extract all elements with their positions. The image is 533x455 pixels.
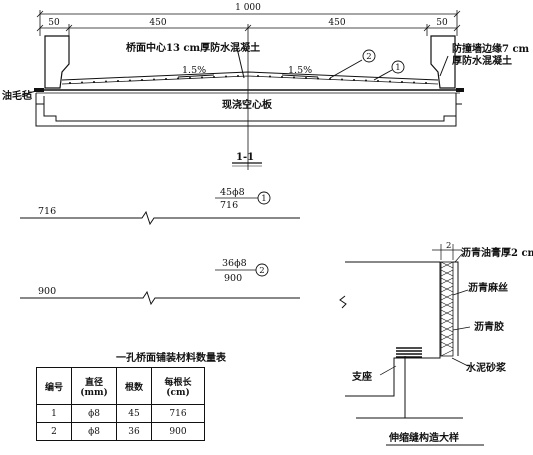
- cell-diameter: ϕ8: [71, 404, 117, 423]
- dim-mid-left: 450: [149, 18, 166, 28]
- rebar-2-spec: 36ϕ8: [222, 258, 247, 269]
- slope-right: 1.5%: [288, 65, 312, 76]
- cell-id: 2: [36, 422, 72, 441]
- edge-note-2: 厚防水混凝土: [452, 54, 512, 67]
- joint-asphalt-paste: 沥青油膏厚2 cm: [461, 246, 533, 259]
- rebar-2-drawing: [20, 269, 300, 306]
- slab-label: 现浇空心板: [222, 98, 273, 111]
- cell-count: 36: [116, 422, 152, 441]
- dim-mid-right: 450: [328, 18, 345, 28]
- cell-length: 716: [151, 404, 205, 423]
- material-table: 编号 直径 (mm) 根数 每根长 (cm) 1 ϕ8 45 716 2 ϕ8 …: [36, 367, 205, 441]
- marker-1-circle: [391, 60, 405, 74]
- header-count: 根数: [116, 367, 152, 405]
- felt-label: 油毛毡: [2, 89, 32, 102]
- joint-glue: 沥青胶: [474, 320, 504, 333]
- support-pad: [396, 347, 422, 358]
- slope-left: 1.5%: [182, 65, 206, 76]
- rebar-dots: [69, 75, 427, 84]
- cell-length: 900: [151, 422, 205, 441]
- deck-note: 桥面中心13 cm厚防水混凝土: [126, 41, 260, 54]
- table-title: 一孔桥面铺装材料数量表: [116, 353, 226, 364]
- rebar-2-marker-circle: [255, 263, 269, 277]
- rebar-1-marker: 1: [261, 194, 266, 204]
- rebar-1-length: 716: [38, 206, 56, 217]
- rebar-2-marker: 2: [259, 266, 264, 276]
- marker-1: 1: [395, 63, 400, 73]
- rebar-1-marker-circle: [257, 191, 271, 205]
- marker-2: 2: [366, 52, 371, 62]
- cell-count: 45: [116, 404, 152, 423]
- rebar-1-spec-len: 716: [220, 200, 238, 211]
- section-label: 1-1: [236, 152, 254, 163]
- dim-total: 1 000: [235, 3, 261, 13]
- rebar-1-spec: 45ϕ8: [220, 187, 245, 198]
- edge-note-1: 防撞墙边缘7 cm: [452, 42, 530, 55]
- table-row: 1 ϕ8 45 716: [36, 404, 205, 423]
- table-row: 2 ϕ8 36 900: [36, 422, 205, 441]
- joint-hatch: [440, 261, 454, 357]
- header-id: 编号: [36, 367, 72, 405]
- rebar-1-drawing: [20, 197, 300, 226]
- joint-dim: 2: [446, 241, 451, 251]
- cross-section: [21, 35, 464, 127]
- cell-diameter: ϕ8: [71, 422, 117, 441]
- cell-id: 1: [36, 404, 72, 423]
- rebar-2-spec-len: 900: [224, 273, 242, 284]
- joint-detail: [339, 244, 471, 419]
- header-diameter: 直径 (mm): [71, 367, 117, 405]
- joint-support: 支座: [351, 370, 372, 383]
- marker-2-circle: [362, 49, 376, 63]
- header-length: 每根长 (cm): [151, 367, 205, 405]
- dimension-lines: [36, 10, 461, 170]
- dim-left: 50: [48, 18, 60, 28]
- joint-mortar: 水泥砂浆: [465, 361, 507, 374]
- dim-right: 50: [436, 18, 448, 28]
- rebar-2-length: 900: [38, 286, 56, 297]
- table-header-row: 编号 直径 (mm) 根数 每根长 (cm): [36, 367, 205, 405]
- joint-title: 伸缩缝构造大样: [388, 431, 459, 444]
- joint-hemp: 沥青麻丝: [468, 281, 508, 294]
